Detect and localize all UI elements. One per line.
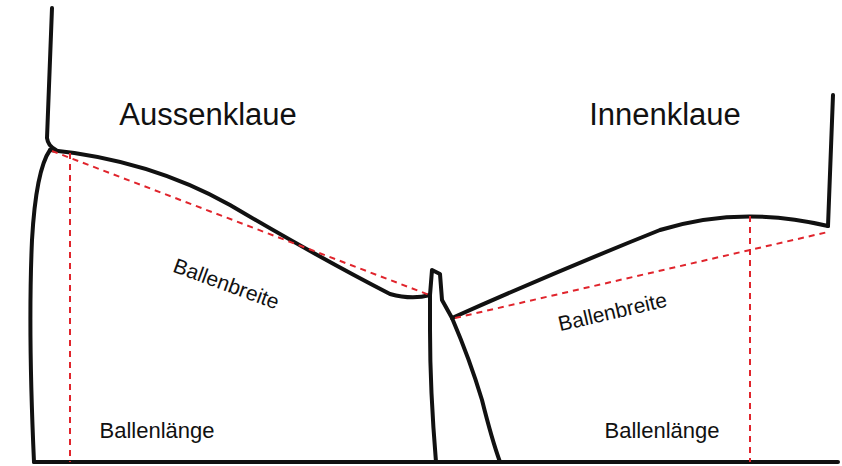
measure-label: Ballenlänge bbox=[605, 420, 720, 442]
claw-name: Aussenklaue bbox=[119, 99, 297, 130]
measure-label: Ballenbreite bbox=[170, 254, 281, 312]
measure-label: Ballenbreite bbox=[556, 288, 669, 333]
measure-label: Ballenlänge bbox=[100, 420, 215, 442]
claw-name: Innenklaue bbox=[589, 99, 741, 130]
